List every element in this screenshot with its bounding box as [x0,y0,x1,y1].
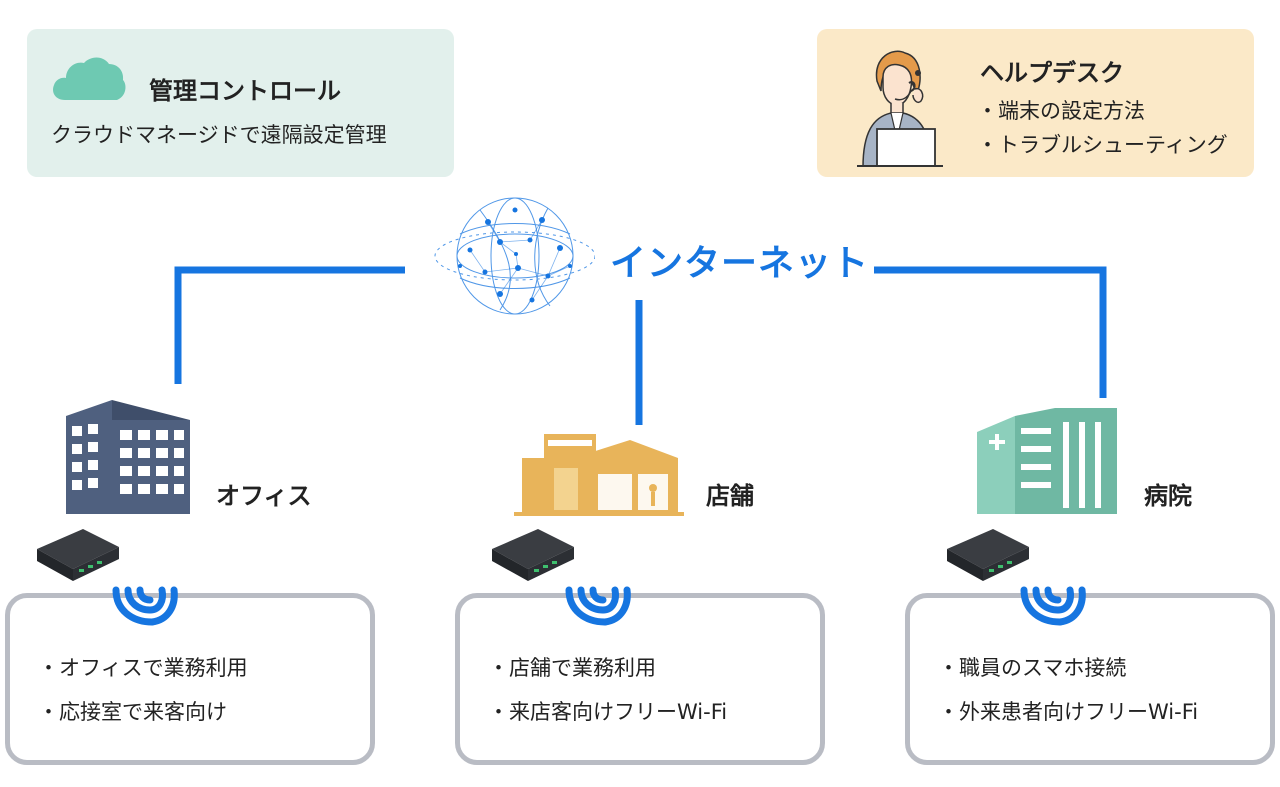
site-label-store: 店舗 [706,482,754,510]
internet-label: インターネット [610,243,870,284]
wifi-icon [565,586,631,626]
site-card-item: ・来店客向けフリーWi-Fi [488,700,728,724]
management-panel: 管理コントロール クラウドマネージドで遠隔設定管理 [27,29,454,177]
store-building-icon [514,434,684,516]
helpdesk-panel: ヘルプデスク ・端末の設定方法 ・トラブルシューティング [817,29,1254,177]
helpdesk-title: ヘルプデスク [980,59,1124,87]
operator-icon [857,50,943,167]
helpdesk-item: ・トラブルシューティング [977,133,1228,157]
cloud-icon [53,57,126,100]
site-card-office: ・オフィスで業務利用 ・応接室で来客向け [5,593,375,765]
site-label-hospital: 病院 [1144,482,1192,510]
helpdesk-item: ・端末の設定方法 [977,99,1145,123]
site-card-item: ・外来患者向けフリーWi-Fi [938,700,1199,724]
wifi-icon [1020,586,1086,626]
management-title: 管理コントロール [149,77,341,105]
site-card-item: ・オフィスで業務利用 [38,656,248,680]
router-icon [492,529,574,581]
site-card-item: ・職員のスマホ接続 [938,656,1127,680]
site-card-hospital: ・職員のスマホ接続 ・外来患者向けフリーWi-Fi [905,593,1275,765]
globe-icon [434,197,595,315]
office-building-icon [66,400,190,514]
wifi-icon [112,586,178,626]
site-card-item: ・店舗で業務利用 [488,656,656,680]
site-card-store: ・店舗で業務利用 ・来店客向けフリーWi-Fi [455,593,825,765]
router-icon [947,529,1029,581]
site-card-item: ・応接室で来客向け [38,700,227,724]
site-label-office: オフィス [216,482,312,510]
management-subtitle: クラウドマネージドで遠隔設定管理 [51,123,387,147]
hospital-building-icon [977,408,1117,514]
router-icon [37,529,119,581]
